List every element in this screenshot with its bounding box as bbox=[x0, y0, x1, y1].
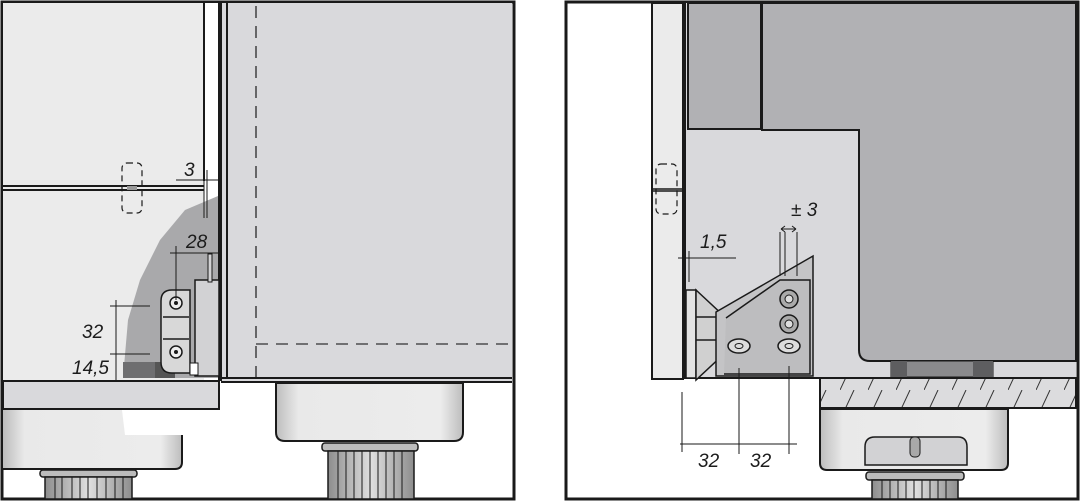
dim-adjustment-label: ± 3 bbox=[791, 200, 818, 221]
screw-hole-icon bbox=[779, 289, 799, 309]
dim-hole-spacing-1-label: 32 bbox=[698, 451, 720, 472]
adjustable-foot-right bbox=[275, 382, 464, 500]
screw-hole-icon bbox=[779, 314, 799, 334]
left-panel: 3 28 32 14,5 bbox=[0, 0, 516, 501]
dim-hole-spacing-label: 32 bbox=[82, 322, 104, 343]
drawer-front-upper bbox=[687, 2, 762, 130]
plinth-board bbox=[2, 380, 220, 410]
dim-bottom-offset-label: 14,5 bbox=[72, 358, 109, 379]
dim-offset-label: 28 bbox=[185, 232, 208, 253]
adjustable-foot bbox=[819, 408, 1009, 500]
plinth-section-hatched bbox=[819, 377, 1077, 409]
dim-hole-spacing-2-label: 32 bbox=[750, 451, 772, 472]
right-panel: 1,5 ± 3 32 32 bbox=[564, 0, 1080, 501]
dim-setback-label: 1,5 bbox=[700, 232, 727, 253]
door-panel bbox=[220, 3, 512, 383]
dowel-outline bbox=[121, 162, 143, 214]
plinth-bracket bbox=[160, 253, 220, 377]
adjustment-arrow-icon bbox=[780, 225, 797, 233]
slot-hole-icon bbox=[777, 338, 801, 354]
dimension-lines-left bbox=[110, 170, 220, 382]
slot-hole-icon bbox=[727, 338, 751, 354]
plinth-clip-bracket bbox=[685, 254, 814, 382]
cabinet-side-panel bbox=[3, 3, 220, 381]
dim-gap-label: 3 bbox=[184, 160, 195, 181]
dimension-lines-right bbox=[678, 228, 798, 454]
adjustable-foot-left bbox=[3, 410, 183, 500]
dowel-outline bbox=[655, 163, 678, 215]
